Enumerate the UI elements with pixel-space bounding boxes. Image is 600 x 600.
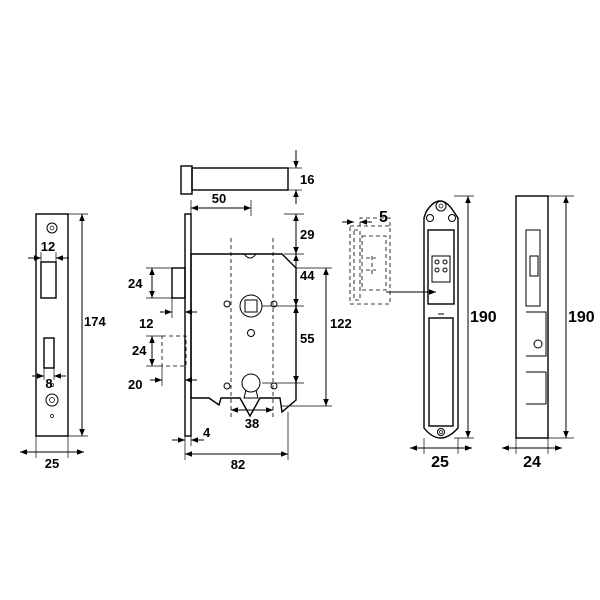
striker-plate-outline bbox=[423, 200, 459, 439]
faceplate-latch-slot bbox=[40, 261, 57, 299]
strike-box-outline bbox=[349, 225, 391, 305]
case-forend bbox=[184, 213, 192, 437]
lock-case-view bbox=[161, 213, 297, 437]
faceplate-top-screw bbox=[46, 222, 58, 234]
case-body bbox=[190, 253, 297, 418]
case-latch-bolt bbox=[171, 267, 186, 299]
latch-head bbox=[180, 165, 193, 195]
dim-keyhole-spacing: 38 bbox=[245, 416, 259, 431]
strike-side-view bbox=[515, 195, 549, 439]
follower-hub bbox=[239, 294, 263, 318]
dim-faceplate-width: 25 bbox=[45, 456, 59, 471]
dim-faceplate-thickness: 4 bbox=[203, 425, 211, 440]
faceplate-bottom-screw bbox=[45, 393, 59, 407]
dim-latch-length: 50 bbox=[212, 191, 226, 206]
faceplate-outline bbox=[35, 213, 69, 437]
latch-body bbox=[191, 167, 289, 191]
dim-bolt-height: 24 bbox=[128, 276, 143, 291]
dim-follower-to-keyhole: 55 bbox=[300, 331, 314, 346]
latch-bolt-top-view bbox=[180, 165, 289, 195]
faceplate-view bbox=[35, 213, 69, 437]
dim-top-to-latch: 29 bbox=[300, 227, 314, 242]
striker-plate-view bbox=[423, 200, 459, 439]
dim-faceplate-slot-width: 12 bbox=[41, 239, 55, 254]
keyhole-circle bbox=[241, 373, 261, 393]
dim-case-height: 122 bbox=[330, 316, 352, 331]
dim-side-width: 24 bbox=[523, 454, 541, 471]
dim-deadbolt-height: 24 bbox=[132, 343, 147, 358]
dim-latch-to-follower: 44 bbox=[300, 268, 315, 283]
case-deadbolt-hidden bbox=[161, 335, 187, 367]
dim-faceplate-lower-slot-width: 8 bbox=[45, 376, 52, 391]
dim-striker-width: 25 bbox=[431, 454, 449, 471]
dim-side-height: 190 bbox=[568, 309, 595, 326]
dim-case-depth: 82 bbox=[231, 457, 245, 472]
dim-bolt-offset: 12 bbox=[139, 316, 153, 331]
dim-striker-offset: 5 bbox=[379, 209, 388, 226]
dim-latch-height: 16 bbox=[300, 172, 314, 187]
faceplate-bolt-slot bbox=[43, 337, 55, 369]
strike-box-view bbox=[349, 217, 391, 305]
side-view-outline bbox=[515, 195, 549, 439]
dim-deadbolt-offset: 20 bbox=[128, 377, 142, 392]
dim-faceplate-height: 174 bbox=[84, 314, 106, 329]
dim-striker-height: 190 bbox=[470, 309, 497, 326]
